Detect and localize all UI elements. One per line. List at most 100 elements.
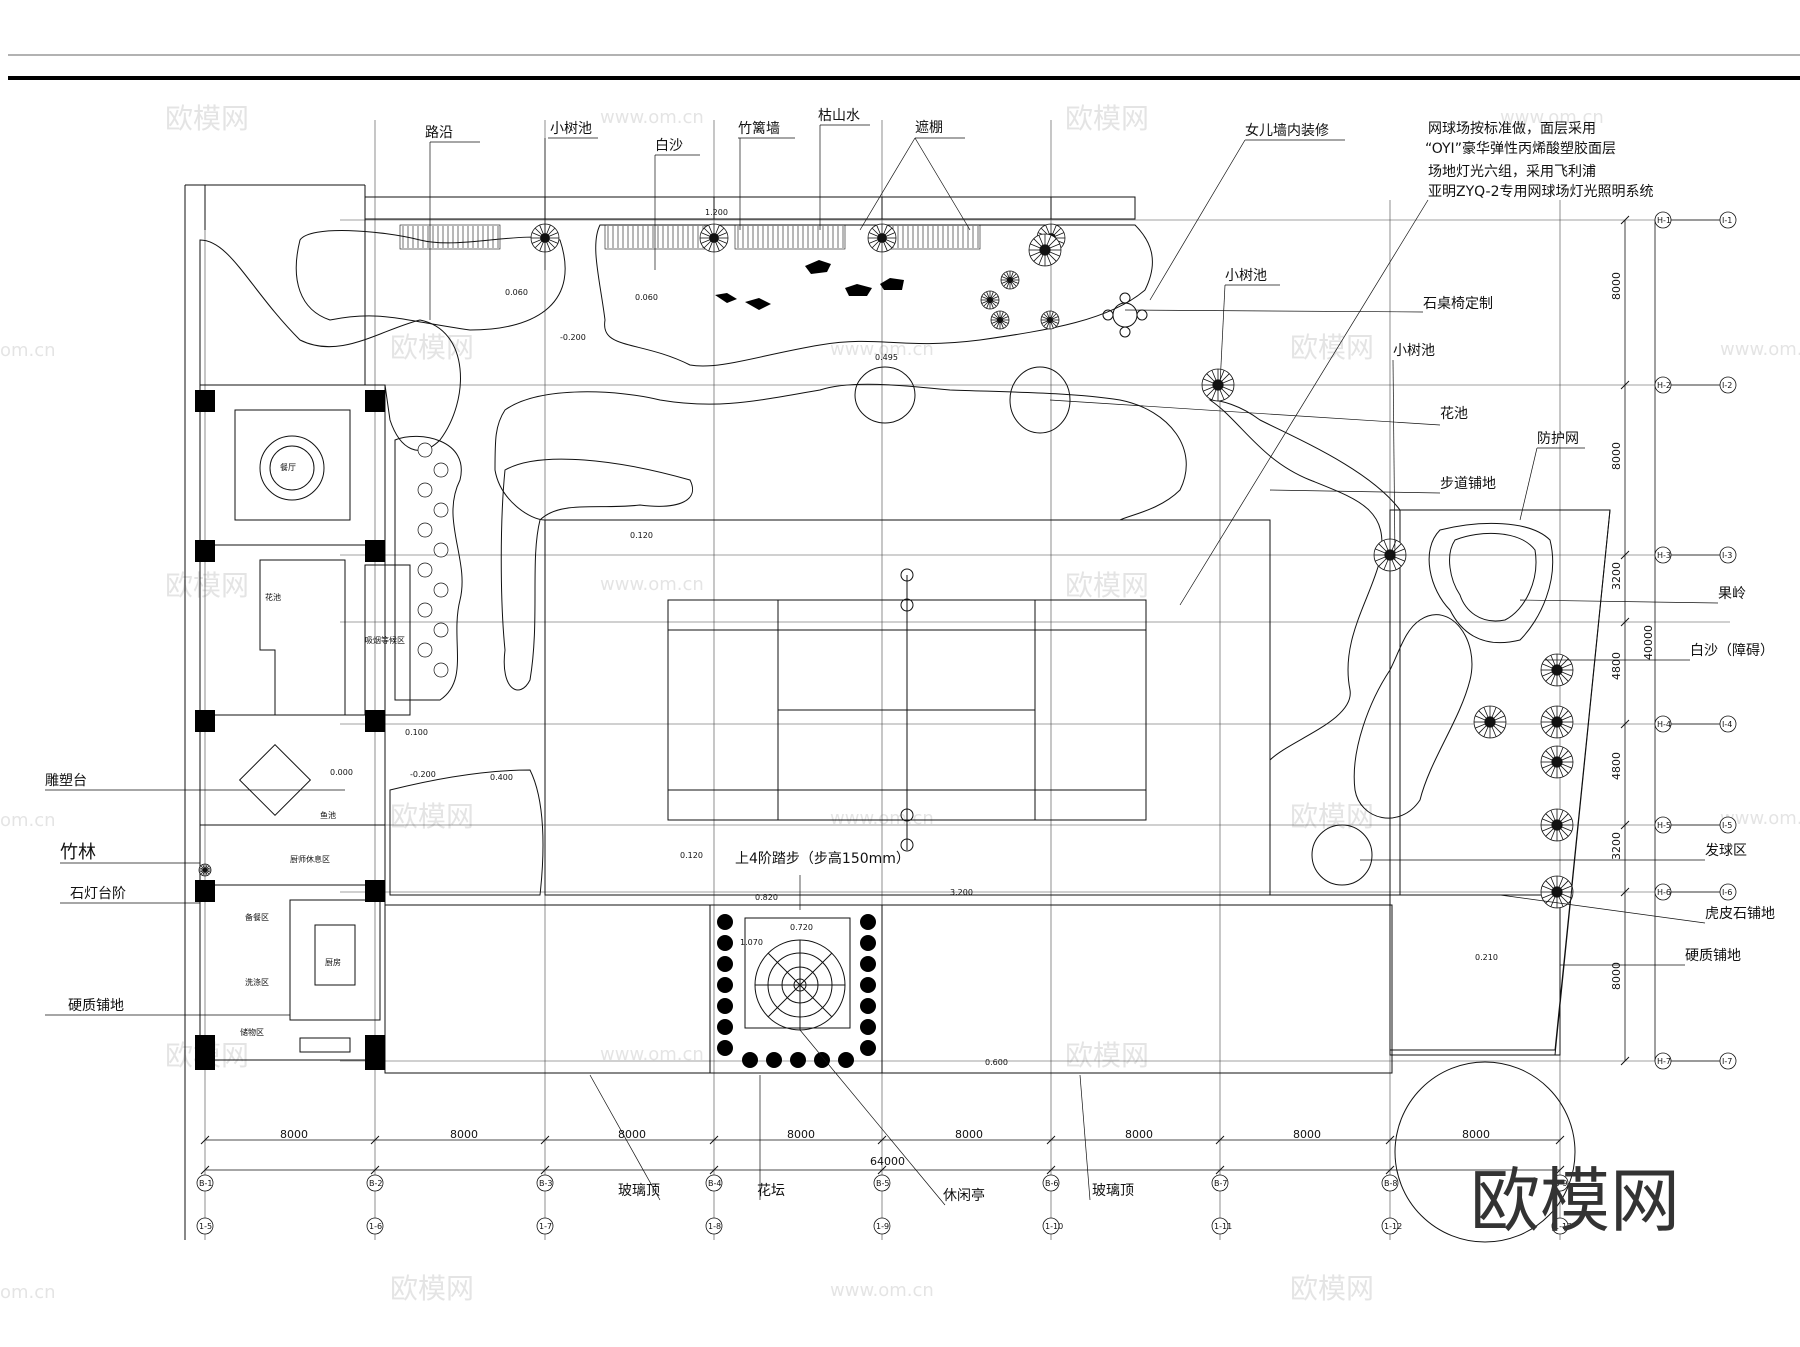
dim-right-1: 8000 [1610, 272, 1623, 300]
dim-bottom-total: 64000 [870, 1155, 905, 1168]
dim-right-3: 3200 [1610, 562, 1623, 590]
axis-bubble: B-21-6 [366, 1174, 384, 1235]
watermark-group: 欧模网 www.om.cn 欧模网 www.om.cn om.cn 欧模网 ww… [0, 102, 1800, 1305]
level: 1.070 [740, 938, 763, 947]
dim-right-2: 8000 [1610, 442, 1623, 470]
label-sand-bunker: 白沙（障碍） [1690, 643, 1774, 659]
putting-green-outline [1428, 523, 1554, 644]
dim-tick [1385, 1135, 1395, 1145]
tree-icon [1373, 538, 1407, 572]
label-white-sand: 白沙 [655, 138, 683, 154]
axis-bubble: B-61-10 [1042, 1174, 1063, 1235]
watermark: 欧模网 [390, 331, 474, 364]
flower-pot-icon [717, 998, 733, 1014]
level: 0.120 [630, 531, 653, 540]
stepping-stone [433, 582, 449, 598]
tennis-court [544, 519, 1271, 896]
label-tiger-stone: 虎皮石铺地 [1705, 906, 1775, 922]
label-leisure-pavilion: 休闲亭 [943, 1187, 985, 1204]
shrub-icon [1000, 270, 1020, 290]
level: 1.200 [705, 208, 728, 217]
lawn-west [394, 435, 463, 701]
level: -0.200 [560, 333, 586, 342]
bamboo-icon [198, 863, 212, 877]
flower-pot-icon [717, 1040, 733, 1056]
dim-tick [370, 1165, 380, 1175]
label-shade-canopy: 遮棚 [915, 120, 943, 136]
axis-label: 1-7 [539, 1222, 552, 1231]
axis-label: B-6 [1045, 1179, 1058, 1188]
watermark: 欧模网 [165, 569, 249, 602]
label-bamboo-grove: 竹林 [60, 842, 96, 863]
dim-tick [709, 1135, 719, 1145]
axis-label: H-3 [1657, 551, 1671, 560]
hedge-row [500, 458, 693, 691]
label-flower-bed: 花坛 [757, 1183, 785, 1199]
dim-tick [200, 1135, 210, 1145]
level: 0.210 [1475, 953, 1498, 962]
grid-axis-lines [204, 120, 1730, 1240]
circular-feature [1394, 1061, 1576, 1243]
dim-tick [877, 1165, 887, 1175]
level: 0.060 [635, 293, 658, 302]
level: 0.820 [755, 893, 778, 902]
tree-icon [1473, 705, 1507, 739]
flower-pot-icon [766, 1052, 782, 1068]
flower-pot-icon [860, 1040, 876, 1056]
label-small-tree-pit: 小树池 [550, 121, 592, 137]
axis-label: I-6 [1722, 888, 1732, 897]
label-small-tree-pit-2: 小树池 [1225, 268, 1267, 284]
pavilion [709, 904, 883, 1074]
axis-label: B-9 [1554, 1179, 1567, 1188]
axis-label: 1-12 [1384, 1222, 1402, 1231]
tennis-note-line3: 场地灯光六组，采用飞利浦 [1428, 164, 1596, 180]
bamboo-fence-slats [402, 226, 979, 248]
label-small-tree-pit-3: 小树池 [1393, 343, 1435, 359]
label-protective-net: 防护网 [1537, 431, 1579, 447]
flower-pot-icon [814, 1052, 830, 1068]
axis-label: 1-11 [1214, 1222, 1232, 1231]
watermark: 欧模网 [165, 102, 249, 135]
dim-bottom-4: 8000 [787, 1128, 815, 1141]
dim-tick [1385, 1165, 1395, 1175]
shrub-icon [980, 290, 1000, 310]
lawn-east-path [1208, 399, 1401, 896]
stepping-stone [417, 562, 433, 578]
label-glass-roof-2: 玻璃顶 [1092, 1182, 1134, 1199]
level: 0.060 [505, 288, 528, 297]
label-bamboo-fence: 竹篱墙 [738, 121, 780, 137]
room-flower-pool: 花池 [265, 592, 281, 602]
level: 0.600 [985, 1058, 1008, 1067]
level: 0.495 [875, 353, 898, 362]
dim-tick [540, 1165, 550, 1175]
putting-green [1449, 532, 1537, 622]
hard-paving-east [1389, 894, 1561, 1056]
stepping-stones [417, 442, 449, 678]
label-path-paving: 步道铺地 [1440, 476, 1496, 492]
dry-gravel-bed-west [295, 230, 566, 331]
stepping-stone [417, 442, 433, 458]
label-flower-pool: 花池 [1440, 406, 1468, 422]
axis-label: B-3 [539, 1179, 552, 1188]
dim-tick [1555, 1135, 1565, 1145]
room-storage: 储物区 [240, 1027, 264, 1037]
dim-right-total: 40000 [1642, 625, 1655, 660]
stone-table-set [1102, 292, 1148, 338]
axis-bubble: B-41-8 [705, 1174, 723, 1235]
canopy-trees [530, 223, 1066, 253]
stepping-stone [417, 482, 433, 498]
label-steps-note: 上4阶踏步（步高150mm） [735, 850, 910, 867]
tree-icon [1540, 653, 1574, 687]
flower-pot-icon [717, 935, 733, 951]
dry-landscape-garden [595, 224, 1153, 367]
dimension-chain-right [1624, 220, 1656, 1061]
golf-green-area [1389, 509, 1611, 1051]
